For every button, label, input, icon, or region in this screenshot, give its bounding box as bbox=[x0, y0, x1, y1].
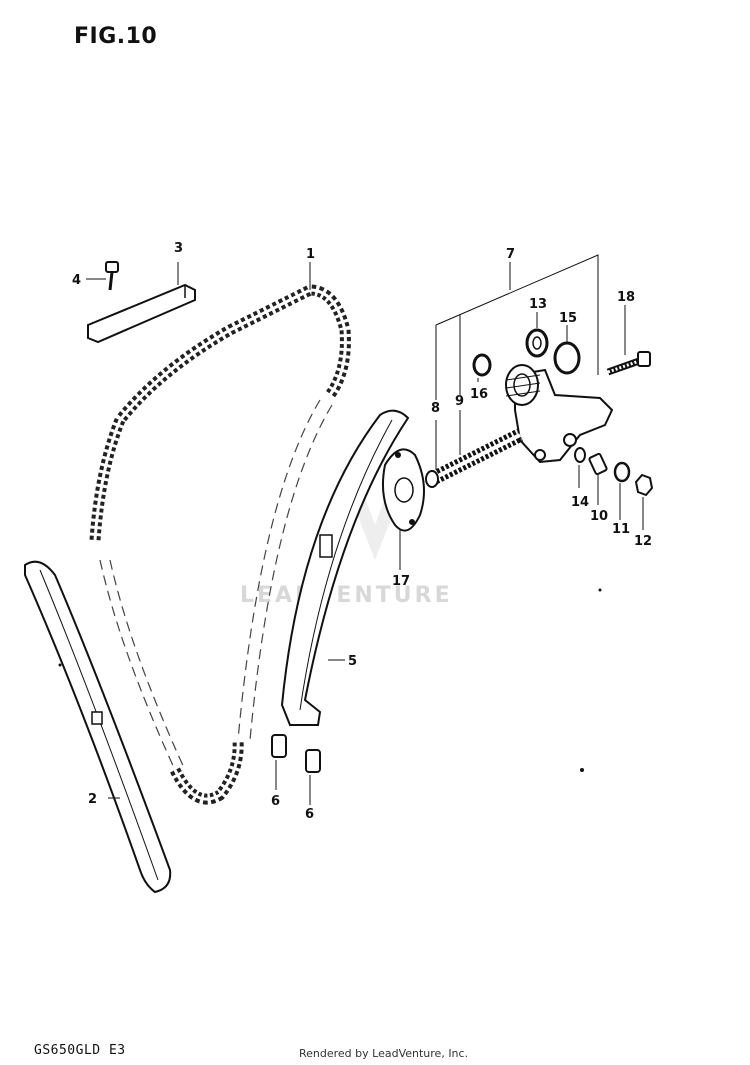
oil-seal bbox=[525, 328, 549, 358]
callout-1: 1 bbox=[306, 247, 315, 262]
lock-washer bbox=[613, 461, 631, 483]
upper-chain-guide bbox=[87, 283, 196, 344]
tensioner-spring bbox=[425, 428, 524, 488]
callout-6b: 6 bbox=[305, 807, 314, 822]
scan-dot bbox=[580, 768, 584, 772]
model-code: GS650GLD E3 bbox=[34, 1043, 126, 1058]
callout-10: 10 bbox=[590, 509, 608, 524]
callout-18: 18 bbox=[617, 290, 635, 305]
figure-title: FIG.10 bbox=[74, 24, 158, 49]
callout-7: 7 bbox=[506, 247, 515, 262]
guide-bolt bbox=[105, 261, 119, 291]
callout-4: 4 bbox=[72, 273, 81, 288]
callout-2: 2 bbox=[88, 792, 97, 807]
callout-11: 11 bbox=[612, 522, 630, 537]
tensioner-nut bbox=[634, 473, 654, 497]
tensioner-washer bbox=[472, 353, 492, 377]
cam-chain bbox=[89, 284, 351, 805]
tensioner-assembly bbox=[505, 364, 614, 464]
callout-8: 8 bbox=[431, 401, 440, 416]
callout-5: 5 bbox=[348, 654, 357, 669]
tensioner-bolt bbox=[606, 351, 651, 376]
callout-9: 9 bbox=[455, 394, 464, 409]
guide-damper-left bbox=[271, 734, 287, 758]
tensioner-pin bbox=[588, 452, 608, 476]
callout-6a: 6 bbox=[271, 794, 280, 809]
leader-lines bbox=[86, 254, 644, 805]
guide-damper-right bbox=[305, 749, 321, 773]
callout-3: 3 bbox=[174, 241, 183, 256]
scan-dot bbox=[598, 588, 602, 592]
front-chain-guide bbox=[24, 560, 172, 894]
callout-12: 12 bbox=[634, 534, 652, 549]
callout-14: 14 bbox=[571, 495, 589, 510]
scan-dot bbox=[58, 663, 62, 667]
watermark-text: LEADVENTURE bbox=[240, 583, 453, 608]
callout-17: 17 bbox=[392, 574, 410, 589]
rear-chain-guide bbox=[280, 409, 410, 726]
tensioner-gasket bbox=[382, 448, 425, 532]
small-washer bbox=[574, 447, 586, 463]
callout-16: 16 bbox=[470, 387, 488, 402]
render-credit: Rendered by LeadVenture, Inc. bbox=[299, 1047, 469, 1060]
callout-13: 13 bbox=[529, 297, 547, 312]
o-ring bbox=[553, 341, 581, 375]
callout-15: 15 bbox=[559, 311, 577, 326]
